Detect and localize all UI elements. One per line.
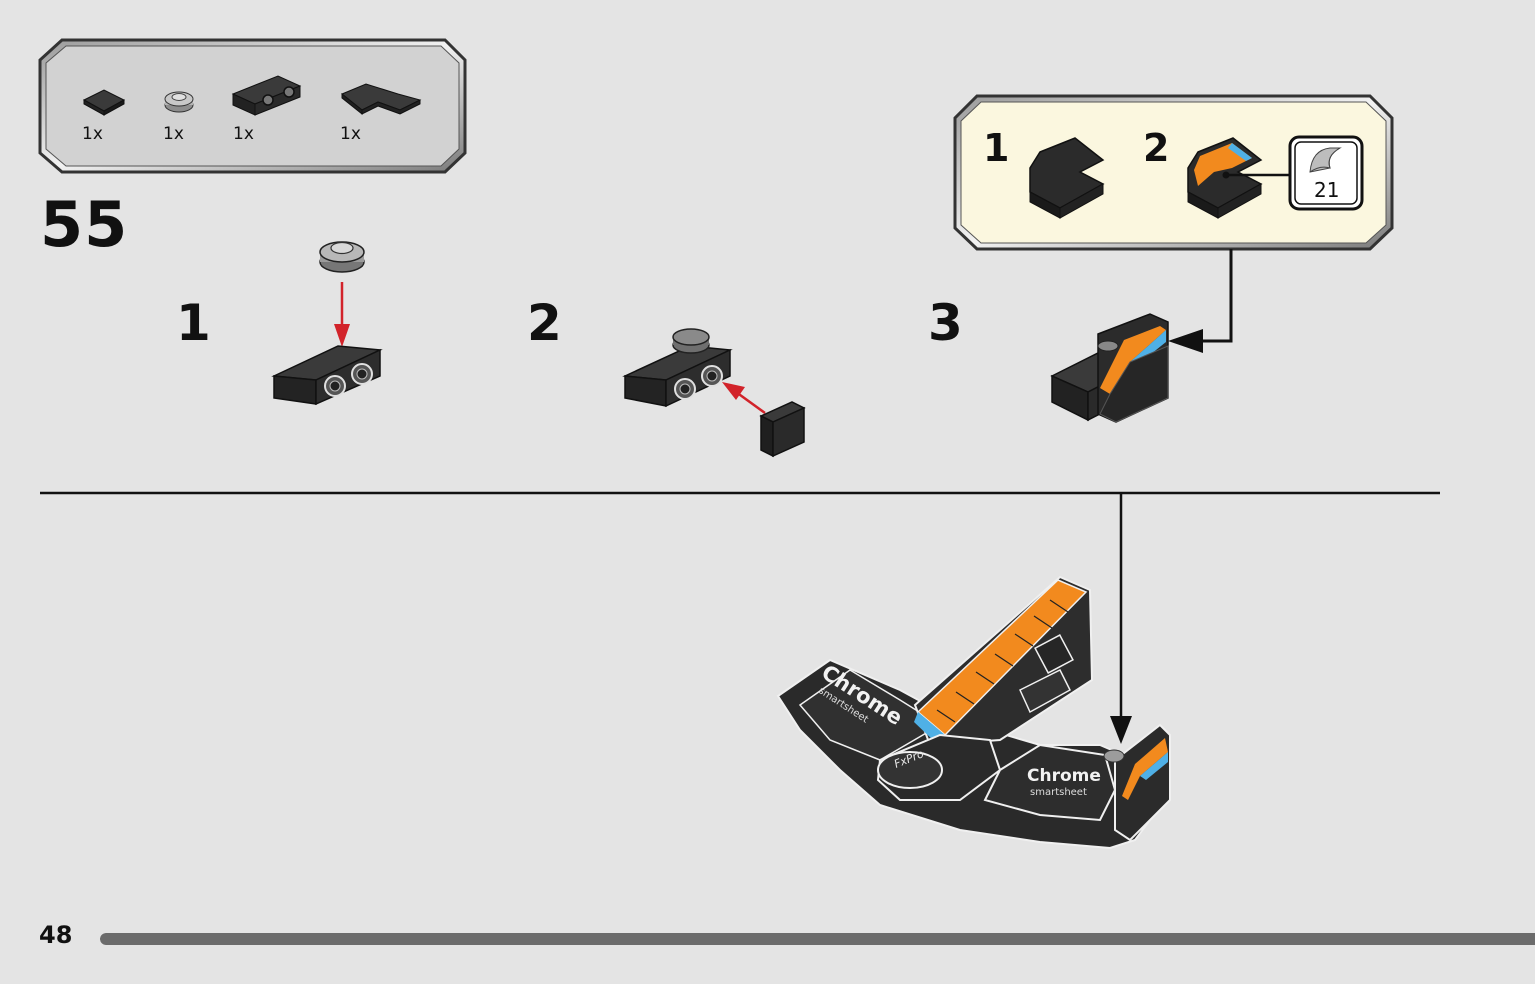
substep-2-illustration (622, 328, 806, 458)
parts-list-panel: 1x 1x 1x 1x (38, 38, 467, 174)
main-model-illustration: Chrome smartsheet FxPro Chrome smartshee… (776, 575, 1171, 850)
page-number: 48 (39, 921, 73, 949)
part-round-plate-icon (164, 91, 194, 113)
part-qty-2: 1x (163, 124, 184, 144)
substep-1-illustration (271, 241, 383, 406)
substep-1-label: 1 (176, 294, 211, 352)
sticker-number: 21 (1314, 178, 1339, 202)
part-qty-4: 1x (340, 124, 361, 144)
callout-panel: 1 2 21 (953, 94, 1394, 251)
callout-step-1-part-icon (1029, 137, 1105, 219)
step-number: 55 (40, 188, 129, 261)
placement-arrow (1110, 493, 1132, 744)
substep-3-label: 3 (928, 294, 963, 352)
progress-bar (100, 933, 1535, 945)
decal-right-brand: Chrome (1027, 766, 1101, 786)
part-qty-3: 1x (233, 124, 254, 144)
substep-3-illustration (1050, 313, 1169, 423)
decal-right-sub: smartsheet (1030, 787, 1087, 798)
sticker-sheet-icon (1288, 135, 1364, 211)
fin-sponsor-stripes (936, 599, 1069, 723)
part-dark-tile-icon (82, 89, 126, 116)
part-wedge-plate-icon (341, 83, 422, 116)
callout-step-2-label: 2 (1143, 126, 1169, 170)
callout-step-1-label: 1 (983, 126, 1009, 170)
progress-bar-fill (100, 933, 1535, 945)
part-qty-1: 1x (82, 124, 103, 144)
callout-step-2-part-icon (1187, 137, 1290, 219)
substep-2-label: 2 (527, 294, 562, 352)
callout-arrow (1168, 249, 1233, 353)
part-bracket-icon (231, 75, 302, 116)
